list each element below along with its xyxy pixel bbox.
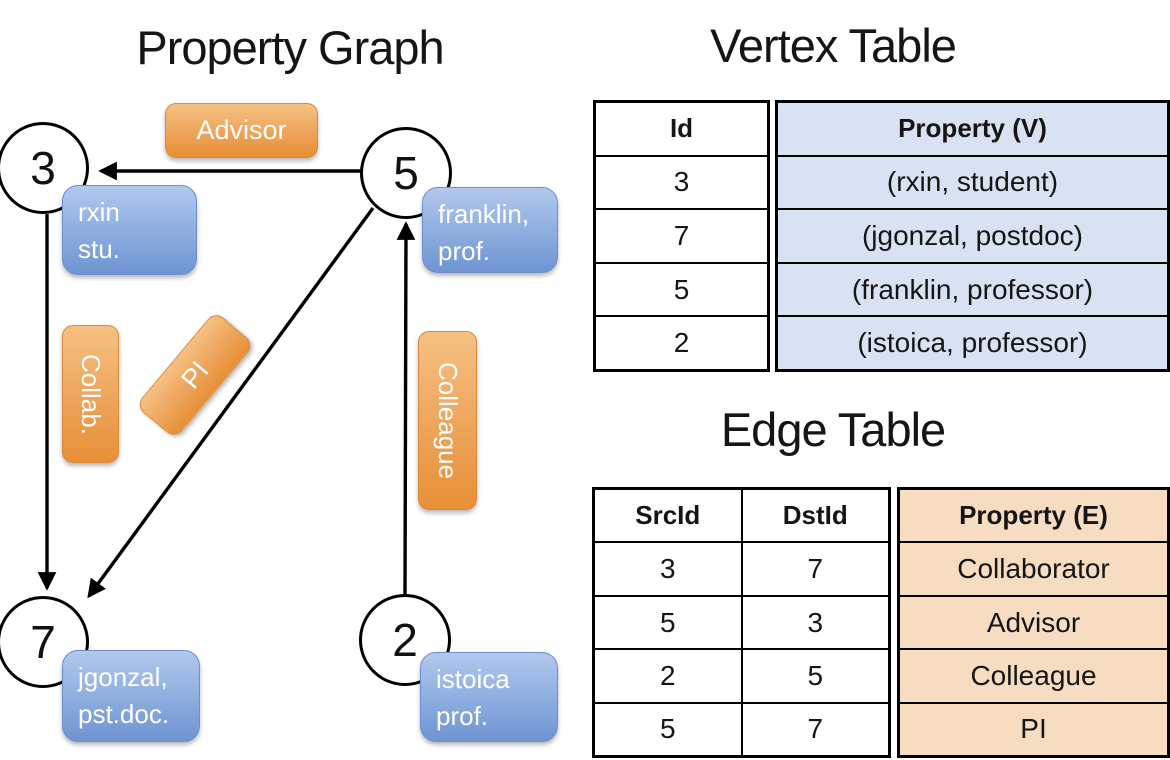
table-cell: (rxin, student): [778, 156, 1167, 211]
vertex-label-franklin: franklin, prof.: [422, 187, 558, 273]
edge-table-dst-header: DstId: [742, 490, 888, 544]
vertex-table-property-column: Property (V) (rxin, student) (jgonzal, p…: [775, 100, 1170, 372]
table-cell: 5: [595, 703, 741, 756]
table-cell: 7: [596, 210, 767, 264]
edge-table-property-header: Property (E): [900, 490, 1167, 544]
vertex-label-line: prof.: [436, 700, 489, 731]
vertex-label-rxin: rxin stu.: [62, 185, 197, 275]
edge-table-property-column: Property (E) Collaborator Advisor Collea…: [897, 487, 1170, 758]
table-cell: Colleague: [900, 650, 1167, 704]
edge-table-id-columns: SrcId 3 5 2 5 DstId 7 3 5 7: [592, 487, 891, 758]
vertex-label-jgonzal: jgonzal, pst.doc.: [62, 650, 200, 742]
vertex-label-line: franklin,: [438, 199, 530, 229]
table-cell: 2: [595, 650, 741, 704]
node-id: 3: [30, 142, 56, 194]
edge-label-collab: Collab.: [62, 325, 119, 463]
vertex-label-line: prof.: [438, 235, 491, 266]
edge-label-advisor: Advisor: [165, 103, 318, 158]
vertex-label-line: istoica: [436, 664, 510, 694]
vertex-label-line: stu.: [78, 233, 120, 264]
vertex-table: Id 3 7 5 2 Property (V) (rxin, student) …: [593, 100, 1170, 372]
edge-5-to-7: [87, 206, 375, 599]
node-id: 5: [393, 147, 419, 199]
edge-table-dst-column: DstId 7 3 5 7: [742, 490, 888, 756]
edge-table-title: Edge Table: [720, 403, 946, 456]
vertex-label-line: jgonzal,: [78, 662, 168, 692]
vertex-label-line: pst.doc.: [78, 698, 170, 729]
edge-table-src-column: SrcId 3 5 2 5: [595, 490, 743, 756]
vertex-table-property-header: Property (V): [778, 103, 1167, 157]
table-cell: 2: [596, 317, 767, 369]
table-cell: 7: [742, 543, 888, 597]
edge-2-to-5: [396, 221, 416, 596]
edge-label-colleague: Colleague: [418, 331, 477, 510]
table-cell: 3: [742, 596, 888, 651]
table-cell: 5: [596, 263, 767, 318]
table-cell: 7: [742, 703, 888, 756]
graph-edges: [37, 161, 416, 599]
vertex-label-istoica: istoica prof.: [420, 652, 558, 742]
edge-table-src-header: SrcId: [595, 490, 741, 544]
table-cell: 3: [596, 156, 767, 211]
table-cell: PI: [900, 703, 1167, 756]
property-graph-title: Property Graph: [136, 21, 444, 74]
table-cell: Collaborator: [900, 543, 1167, 597]
table-cell: (franklin, professor): [778, 263, 1167, 318]
table-cell: 5: [595, 596, 741, 651]
table-cell: (istoica, professor): [778, 317, 1167, 369]
vertex-table-id-header: Id: [596, 103, 767, 157]
table-cell: 5: [742, 650, 888, 704]
table-cell: Advisor: [900, 596, 1167, 651]
table-cell: (jgonzal, postdoc): [778, 210, 1167, 264]
vertex-table-title: Vertex Table: [710, 19, 957, 72]
edge-table: SrcId 3 5 2 5 DstId 7 3 5 7 Property (E)…: [592, 487, 1170, 758]
table-cell: 3: [595, 543, 741, 597]
node-id: 2: [392, 614, 418, 666]
node-id: 7: [30, 616, 56, 668]
vertex-label-line: rxin: [78, 197, 120, 227]
vertex-table-id-column: Id 3 7 5 2: [593, 100, 770, 372]
